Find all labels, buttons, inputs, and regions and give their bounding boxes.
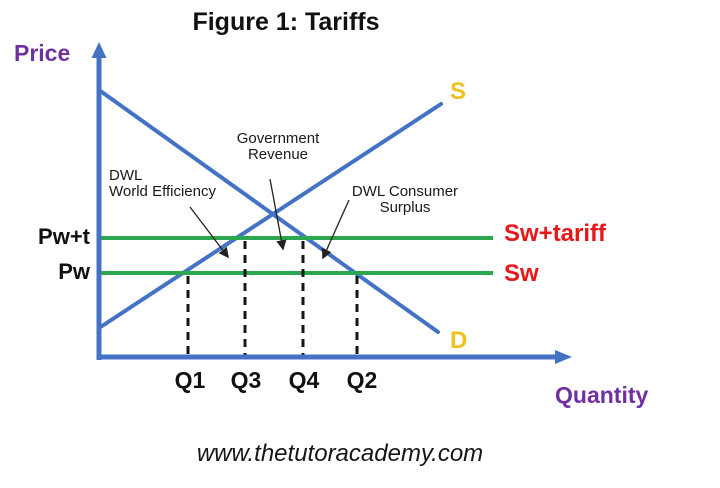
dwl-consumer-surplus-annotation: DWL Consumer Surplus: [329, 183, 481, 217]
government-revenue-arrow-icon: [269, 178, 287, 251]
sw-plus-tariff-label: Sw+tariff: [504, 220, 607, 247]
supply-curve-label: S: [450, 78, 467, 105]
dwl-consumer-line2: Surplus: [379, 199, 431, 217]
supply-curve: [97, 102, 443, 330]
y-axis-arrowhead-icon: [91, 42, 107, 58]
government-revenue-line2: Revenue: [247, 146, 309, 164]
dwl-world-efficiency-annotation: DWL World Efficiency: [109, 167, 216, 201]
dwl-world-line2: World Efficiency: [109, 183, 216, 201]
x-axis-arrowhead-icon: [555, 350, 572, 364]
government-revenue-annotation: Government Revenue: [203, 130, 353, 164]
government-revenue-line1: Government: [236, 130, 320, 147]
dwl-world-line1: DWL: [109, 167, 143, 184]
quantity-tick-q3: Q3: [230, 367, 262, 393]
sw-label: Sw: [504, 260, 539, 287]
quantity-tick-q2: Q2: [346, 367, 378, 393]
y-axis-label: Price: [14, 40, 71, 66]
watermark-url: www.thetutoracademy.com: [196, 440, 484, 467]
demand-curve-label: D: [450, 327, 468, 354]
dwl-world-arrow-icon: [189, 206, 229, 259]
dwl-consumer-arrow-icon: [321, 199, 350, 260]
dwl-consumer-line1: DWL Consumer: [351, 183, 459, 200]
quantity-tick-q4: Q4: [288, 367, 320, 393]
quantity-tick-q1: Q1: [174, 367, 206, 393]
pw-plus-t-label: Pw+t: [38, 224, 90, 249]
demand-curve: [97, 88, 440, 334]
pw-label: Pw: [58, 259, 90, 284]
figure-title: Figure 1: Tariffs: [192, 8, 380, 36]
x-axis-label: Quantity: [555, 382, 649, 408]
